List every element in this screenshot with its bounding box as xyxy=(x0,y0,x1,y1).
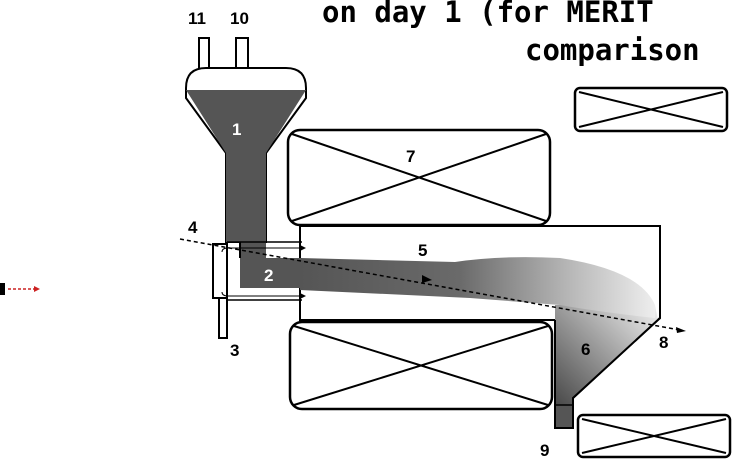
title-line-2: comparison xyxy=(525,33,700,67)
title-line-1: on day 1 (for MERIT xyxy=(322,0,654,29)
label-10: 10 xyxy=(230,9,249,28)
small-coil-bottom-right xyxy=(576,413,732,459)
lower-magnet-coil xyxy=(288,320,554,411)
label-4: 4 xyxy=(188,218,198,237)
label-3: 3 xyxy=(230,341,239,360)
label-2: 2 xyxy=(264,266,273,285)
proton-beam-line xyxy=(179,238,686,333)
small-coil-top-right xyxy=(573,86,729,133)
label-6: 6 xyxy=(581,340,590,359)
nozzle-assembly xyxy=(212,241,306,339)
beam-dump-chamber xyxy=(240,225,661,429)
label-5: 5 xyxy=(418,241,427,260)
upper-magnet-coil xyxy=(286,128,552,227)
left-edge-arrow-icon xyxy=(0,283,40,295)
label-8: 8 xyxy=(659,333,668,352)
inlet-pipes xyxy=(198,37,249,71)
label-11: 11 xyxy=(188,9,206,28)
label-1: 1 xyxy=(232,120,241,139)
label-7: 7 xyxy=(406,147,415,166)
label-9: 9 xyxy=(540,441,549,460)
